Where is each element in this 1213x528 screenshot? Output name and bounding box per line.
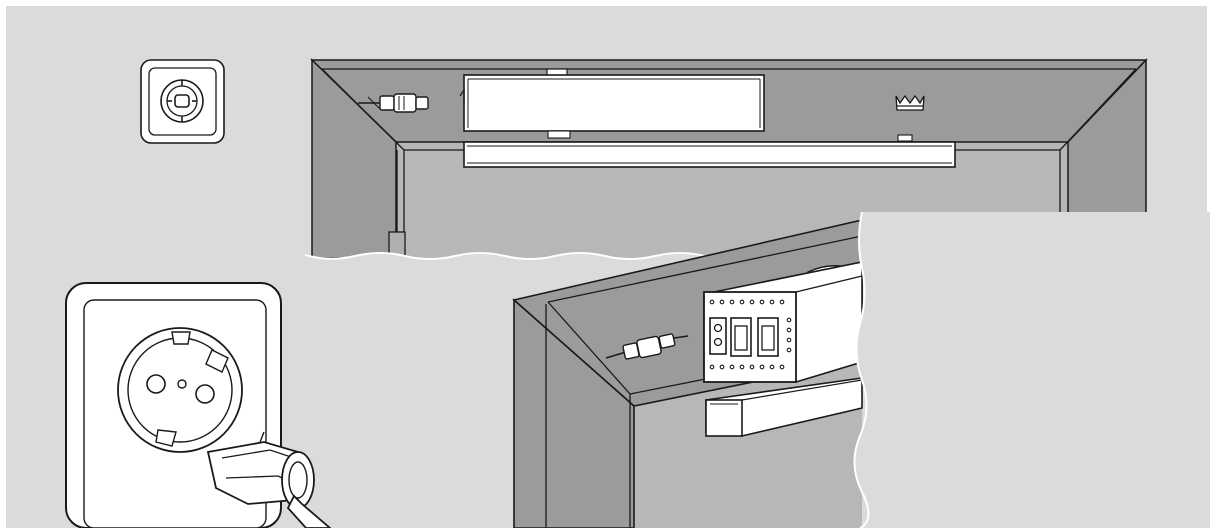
operator-housing-icon [459,68,925,142]
lower-rail-icon [705,377,863,437]
plug-connector-icon [358,93,429,113]
lower-door-frame [512,211,1210,528]
mains-plug-icon [206,431,332,528]
upper-door-frame [304,58,1156,272]
rail-icon [463,141,956,168]
control-switch-2 [757,317,779,357]
control-unit-dots [709,299,792,370]
control-switch-1 [730,317,752,357]
lower-frame-left-jamb [513,298,635,528]
lower-cut-area [854,212,1210,528]
crown-icon [895,94,925,111]
control-unit-icon [703,261,863,383]
key-switch-icon [140,59,225,144]
lower-cut-line [853,211,870,528]
terminal-block [709,317,727,355]
plug-connector-icon [605,333,689,360]
operator-cover [463,74,765,132]
